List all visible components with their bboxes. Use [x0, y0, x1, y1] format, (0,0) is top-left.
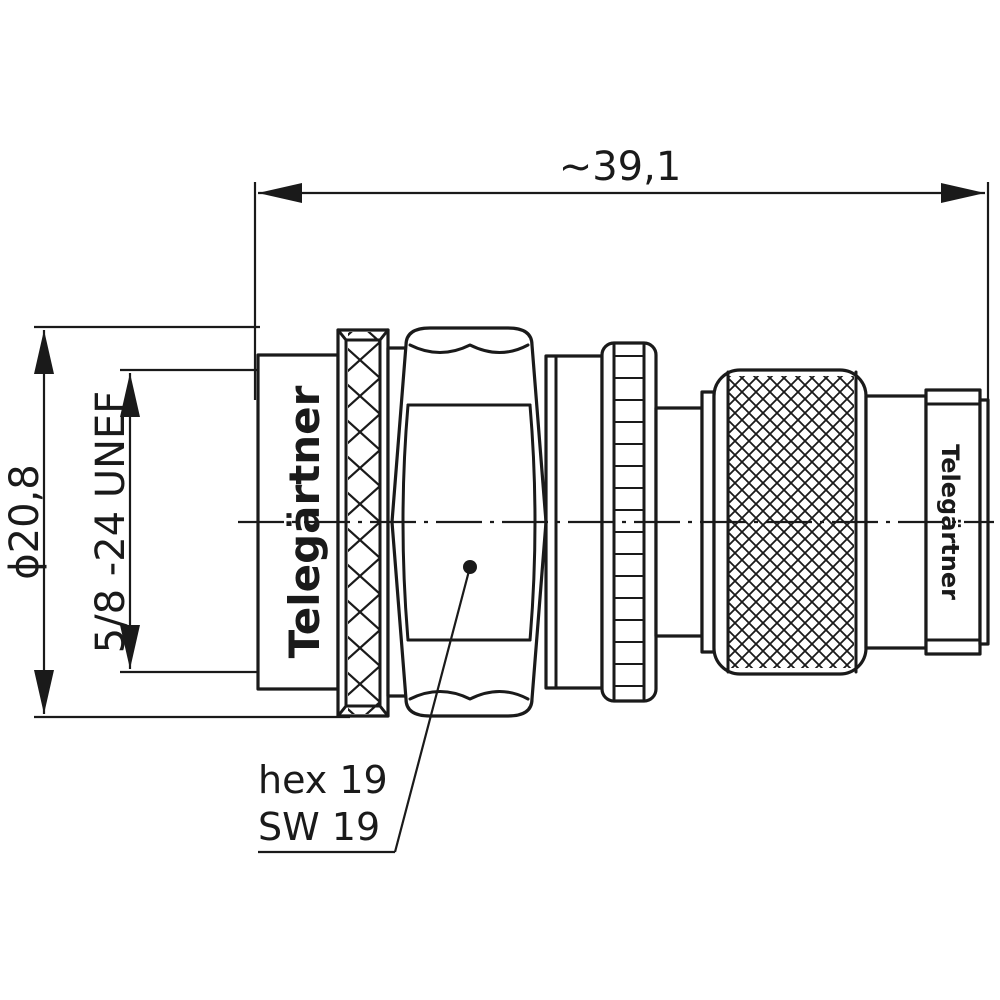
- outer-diameter-dimension: ϕ20,8: [2, 325, 350, 719]
- hex-callout: hex 19 SW 19: [258, 560, 477, 854]
- thread-dimension: 5/8 -24 UNEF: [88, 368, 258, 674]
- overall-length-dimension: ~39,1: [253, 144, 990, 400]
- thread-label: 5/8 -24 UNEF: [88, 391, 134, 654]
- callout-line-2: SW 19: [258, 805, 380, 849]
- outer-diameter-label: ϕ20,8: [2, 464, 48, 579]
- overall-length-label: ~39,1: [559, 144, 682, 190]
- callout-line-1: hex 19: [258, 758, 388, 802]
